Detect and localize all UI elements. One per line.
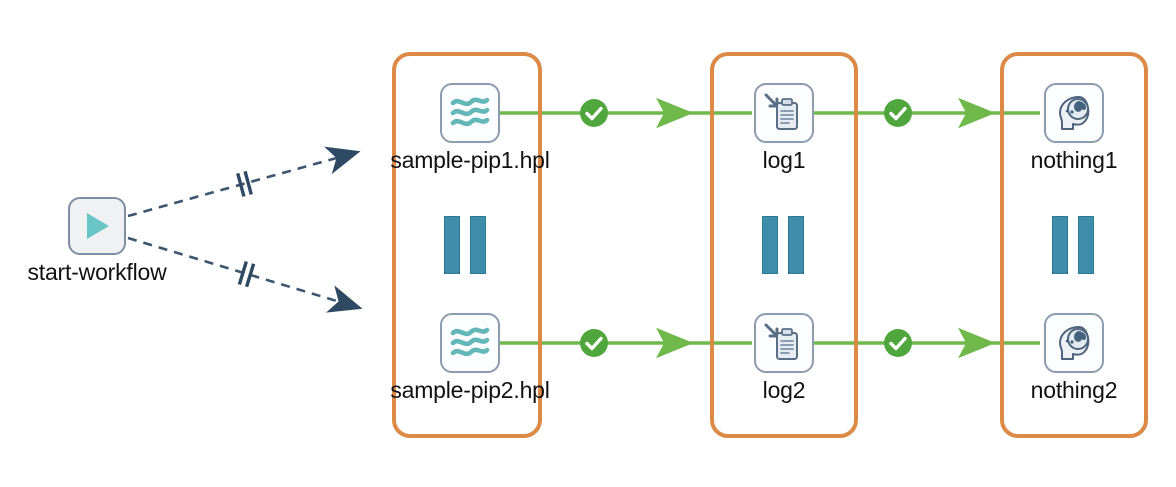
node-nothing2[interactable]: nothing2 — [1031, 313, 1118, 403]
pipeline-group-box[interactable] — [392, 52, 542, 438]
pipeline-node-box[interactable] — [440, 83, 500, 143]
pipeline-node-box[interactable] — [440, 313, 500, 373]
log-clipboard-icon — [764, 323, 798, 360]
log-node-box[interactable] — [754, 313, 814, 373]
node-label-start-workflow: start-workflow — [27, 259, 167, 285]
nothing-node-box[interactable] — [1044, 313, 1104, 373]
check-circle-icon-pipeline2-log2 — [580, 329, 608, 357]
check-circle-icon-log1-nothing1 — [884, 99, 912, 127]
node-label-sample-pip1: sample-pip1.hpl — [390, 147, 550, 173]
node-label-nothing1: nothing1 — [1030, 147, 1118, 173]
pipeline-waves-icon — [450, 327, 490, 357]
brain-head-icon — [1059, 326, 1090, 360]
node-sample-pip1[interactable]: sample-pip1.hpl — [390, 83, 550, 173]
node-log1[interactable]: log1 — [754, 83, 814, 173]
parallel-bar-left — [444, 216, 460, 274]
node-label-log1: log1 — [762, 147, 806, 173]
node-label-sample-pip2: sample-pip2.hpl — [390, 377, 550, 403]
node-log2[interactable]: log2 — [754, 313, 814, 403]
edge-start-to-pipeline1 — [127, 146, 361, 218]
parallel-marker-pipelines — [444, 216, 486, 274]
check-circle-icon-pipeline1-log1 — [580, 99, 608, 127]
node-label-nothing2: nothing2 — [1030, 377, 1118, 403]
parallel-bar-left — [762, 216, 778, 274]
parallel-bar-right — [470, 216, 486, 274]
log-node-box[interactable] — [754, 83, 814, 143]
parallel-bar-left — [1052, 216, 1068, 274]
parallel-bar-right — [788, 216, 804, 274]
start-node-box[interactable] — [68, 197, 126, 255]
check-circle-icon-log2-nothing2 — [884, 329, 912, 357]
parallel-bar-right — [1078, 216, 1094, 274]
node-start-workflow[interactable]: start-workflow — [27, 197, 167, 285]
parallel-marker-nothings — [1052, 216, 1094, 274]
node-sample-pip2[interactable]: sample-pip2.hpl — [390, 313, 550, 403]
parallel-marker-logs — [762, 216, 804, 274]
log-clipboard-icon — [764, 93, 798, 130]
log-group-box[interactable] — [710, 52, 858, 438]
play-triangle-icon — [87, 213, 109, 239]
node-label-log2: log2 — [762, 377, 806, 403]
pipeline-waves-icon — [450, 97, 490, 127]
brain-head-icon — [1059, 96, 1090, 130]
nothing-group-box[interactable] — [1000, 52, 1148, 438]
nothing-node-box[interactable] — [1044, 83, 1104, 143]
node-nothing1[interactable]: nothing1 — [1031, 83, 1118, 173]
